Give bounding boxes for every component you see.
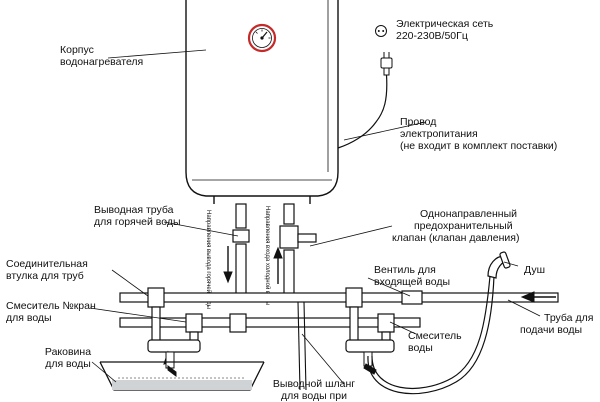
- shower-head-icon[interactable]: [487, 251, 511, 279]
- power-cord-line1: Провод: [400, 116, 437, 128]
- cold-flow-arrow-icon: [273, 246, 283, 284]
- heater-body-line2: водонагревателя: [60, 56, 144, 68]
- power-network-line2: 220-230В/50Гц: [396, 30, 468, 42]
- connector-sleeve-line2: втулка для труб: [6, 270, 84, 282]
- power-network-line1: Электрическая сеть: [396, 18, 494, 30]
- mixer-faucet-line2: для воды: [6, 312, 52, 324]
- drain-hose-line1: Выводной шланг: [272, 378, 356, 390]
- shower-hose: [371, 275, 491, 390]
- sink-label: Раковина для воды: [28, 346, 108, 370]
- inlet-valve-label: Вентиль для входящей воды: [374, 264, 450, 288]
- heater-body-label: Корпус водонагревателя: [60, 44, 143, 68]
- power-cord: [337, 74, 388, 149]
- shower-label: Душ: [524, 264, 545, 276]
- power-cord-line2: электропитания: [400, 128, 478, 140]
- water-heater-tank: [185, 0, 339, 204]
- heater-body-line1: Корпус: [60, 44, 94, 56]
- hot-outlet-pipe-line1: Выводная труба: [94, 204, 174, 216]
- shower-line: Душ: [524, 264, 546, 276]
- check-valve-line2: предохранительный: [414, 220, 513, 232]
- inlet-valve-line2: входящей воды: [374, 276, 451, 288]
- power-cord-label: Провод электропитания (не входит в компл…: [394, 116, 594, 152]
- power-socket-icon: [375, 25, 387, 37]
- drain-hose-line2: для воды при: [281, 390, 347, 402]
- mixer-line1: Смеситель: [408, 330, 462, 342]
- mixer-faucet-line1: Смеситель №кран: [6, 300, 96, 312]
- inlet-valve-line1: Вентиль для: [374, 264, 436, 276]
- power-cord-line3: (не входит в комплект поставки): [400, 140, 558, 152]
- sink-line1: Раковина: [44, 346, 92, 358]
- hot-outlet-pipe-line2: для горячей воды: [94, 216, 181, 228]
- thermometer-dial-icon: [247, 23, 277, 53]
- mixer-line2: воды: [408, 342, 433, 354]
- inlet-pipe-line1: Труба для: [544, 312, 594, 324]
- hot-direction-label: Направления вывода горячей воды: [205, 210, 212, 309]
- drain-hose-inner: [303, 301, 307, 391]
- check-valve-line1: Однонаправленный: [420, 208, 518, 220]
- shower-hose-inner: [367, 275, 495, 395]
- inlet-pipe-line2: подачи воды: [520, 324, 583, 336]
- connector-sleeve-label: Соединительная втулка для труб: [6, 258, 88, 282]
- power-network-label: Электрическая сеть 220-230В/50Гц: [396, 18, 493, 42]
- mixer-faucet-label: Смеситель №кран для воды: [6, 300, 96, 324]
- check-valve-line3: клапан (клапан давления): [392, 232, 520, 244]
- inlet-flow-arrow-icon: [520, 291, 556, 303]
- sink-line2: для воды: [45, 358, 91, 370]
- inlet-pipe-label: Труба для подачи воды: [520, 312, 593, 336]
- check-valve-label: Однонаправленный предохранительный клапа…: [392, 208, 519, 244]
- power-plug-icon: [380, 52, 393, 76]
- connector-sleeve-line1: Соединительная: [6, 258, 88, 270]
- hot-flow-arrow-icon: [223, 246, 233, 284]
- pipe-system: [119, 287, 559, 353]
- mixer-faucet-left[interactable]: [163, 350, 177, 377]
- drain-hose-label: Выводной шланг для воды при: [244, 378, 384, 402]
- hot-outlet-pipe-label: Выводная труба для горячей воды: [94, 204, 181, 228]
- sink-basin: [99, 361, 265, 391]
- heater-connection-pipes: [232, 203, 317, 295]
- cold-direction-label: Направления входа холодной воды: [264, 206, 271, 305]
- mixer-label: Смеситель воды: [408, 330, 462, 354]
- leader-lines: [89, 49, 541, 385]
- drain-hose: [297, 301, 301, 391]
